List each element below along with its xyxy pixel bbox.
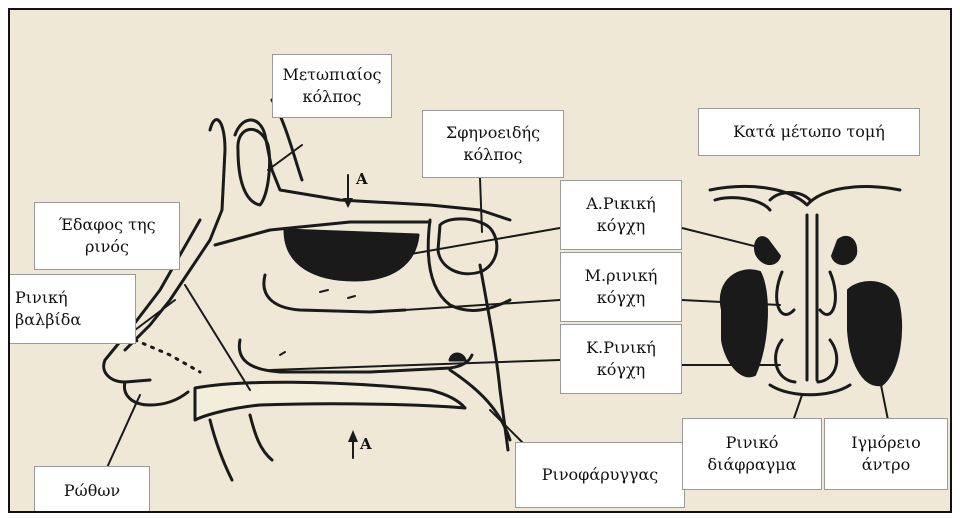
label-nasopharynx: Ρινοφάρυγγας	[515, 442, 685, 508]
coronal-maxillary-right	[848, 282, 901, 385]
section-mark-top: A	[356, 170, 368, 188]
label-maxillary-sinus: Ιγμόρειο άντρο	[824, 418, 948, 490]
nasal-valve-dots	[135, 340, 200, 372]
coronal-septum	[807, 215, 817, 380]
arrow-bottom-head	[348, 430, 358, 442]
nostril-outline	[124, 382, 188, 405]
arrow-top-head	[343, 198, 353, 208]
coronal-ethmoid-right	[832, 237, 856, 264]
coronal-orbit-left	[715, 193, 810, 211]
leader-nostril	[105, 395, 140, 472]
label-frontal-sinus: Μετωπιαίος κόλπος	[272, 54, 392, 118]
label-lower-turbinate: Κ.Ρινική κόγχη	[560, 324, 682, 394]
coronal-section-drawing	[710, 186, 901, 394]
coronal-ethmoid-left	[755, 237, 780, 264]
section-mark-bottom: A	[360, 435, 372, 453]
leader-sphenoid-sinus	[480, 178, 482, 232]
label-nasal-valve: Ρινική βαλβίδα	[8, 274, 136, 344]
maxilla-lower	[210, 415, 272, 480]
label-coronal-section: Κατά μέτωπο τομή	[698, 108, 920, 156]
frontal-sinus-outline	[238, 129, 270, 205]
label-sphenoid-sinus: Σφηνοειδής κόλπος	[422, 110, 564, 178]
leader-nasal-floor	[185, 285, 250, 390]
coronal-maxillary-left	[721, 270, 767, 376]
label-nasal-floor: Έδαφος της ρινός	[34, 202, 180, 270]
label-nostril: Ρώθων	[34, 466, 150, 513]
label-upper-turbinate: Α.Ρικική κόγχη	[560, 180, 682, 250]
eustachian-nub	[450, 354, 465, 360]
upper-turbinate	[285, 230, 418, 280]
hard-palate	[195, 382, 465, 420]
label-nasal-septum: Ρινικό διάφραγμα	[682, 418, 822, 490]
sphenoid-sinus-outline	[438, 219, 497, 274]
texture-marks	[280, 290, 355, 355]
diagram-frame: A A Μετωπιαίος κόλπος Σφηνοειδής κόλπος …	[8, 8, 952, 513]
label-middle-turbinate: Μ.ρινική κόγχη	[560, 252, 682, 322]
middle-turbinate	[264, 275, 405, 312]
coronal-floor	[770, 385, 850, 395]
